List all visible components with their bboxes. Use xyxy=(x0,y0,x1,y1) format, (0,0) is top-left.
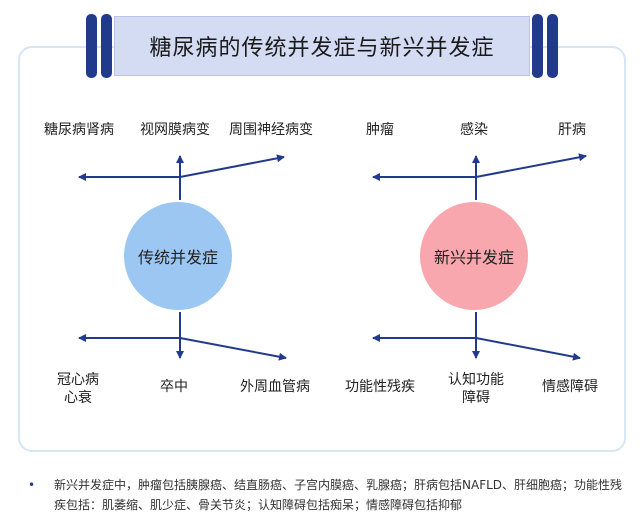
label-functional-disability: 功能性残疾 xyxy=(345,379,415,395)
arrow-trad-top-right xyxy=(179,154,285,178)
label-peripheral-neuropathy: 周围神经病变 xyxy=(229,122,313,138)
traditional-center-label: 传统并发症 xyxy=(137,248,218,267)
title-text: 糖尿病的传统并发症与新兴并发症 xyxy=(149,36,495,61)
arrow-new-top-right xyxy=(475,153,587,178)
arrow-new-bottom-right xyxy=(475,337,581,361)
label-coronary-heart-failure: 冠心病 心衰 xyxy=(57,372,99,406)
arrow-trad-bottom-right xyxy=(179,337,287,361)
title-right-bar-1 xyxy=(532,14,543,78)
label-retinopathy: 视网膜病变 xyxy=(140,122,210,138)
label-liver-disease: 肝病 xyxy=(558,122,586,138)
label-infection: 感染 xyxy=(460,122,488,138)
label-diabetic-nephropathy: 糖尿病肾病 xyxy=(44,122,114,138)
label-cognitive-impairment: 认知功能 障碍 xyxy=(448,372,504,406)
bullet-marker: • xyxy=(28,478,36,492)
footnote-text: 新兴并发症中，肿瘤包括胰腺癌、结直肠癌、子宫内膜癌、乳腺癌；肝病包括NAFLD、… xyxy=(54,478,623,512)
emerging-center-label: 新兴并发症 xyxy=(433,248,514,267)
title-left-bar-2 xyxy=(101,14,112,78)
title-right-bar-2 xyxy=(547,14,558,78)
emerging-complications-circle: 新兴并发症 xyxy=(420,202,528,310)
traditional-complications-circle: 传统并发症 xyxy=(124,202,232,310)
title-left-bar-1 xyxy=(86,14,97,78)
footnote: • 新兴并发症中，肿瘤包括胰腺癌、结直肠癌、子宫内膜癌、乳腺癌；肝病包括NAFL… xyxy=(28,475,624,515)
label-stroke: 卒中 xyxy=(160,379,188,395)
label-peripheral-vascular-disease: 外周血管病 xyxy=(240,379,310,395)
diagram-title: 糖尿病的传统并发症与新兴并发症 xyxy=(114,16,530,76)
label-tumor: 肿瘤 xyxy=(366,122,394,138)
label-affective-disorder: 情感障碍 xyxy=(542,379,598,395)
